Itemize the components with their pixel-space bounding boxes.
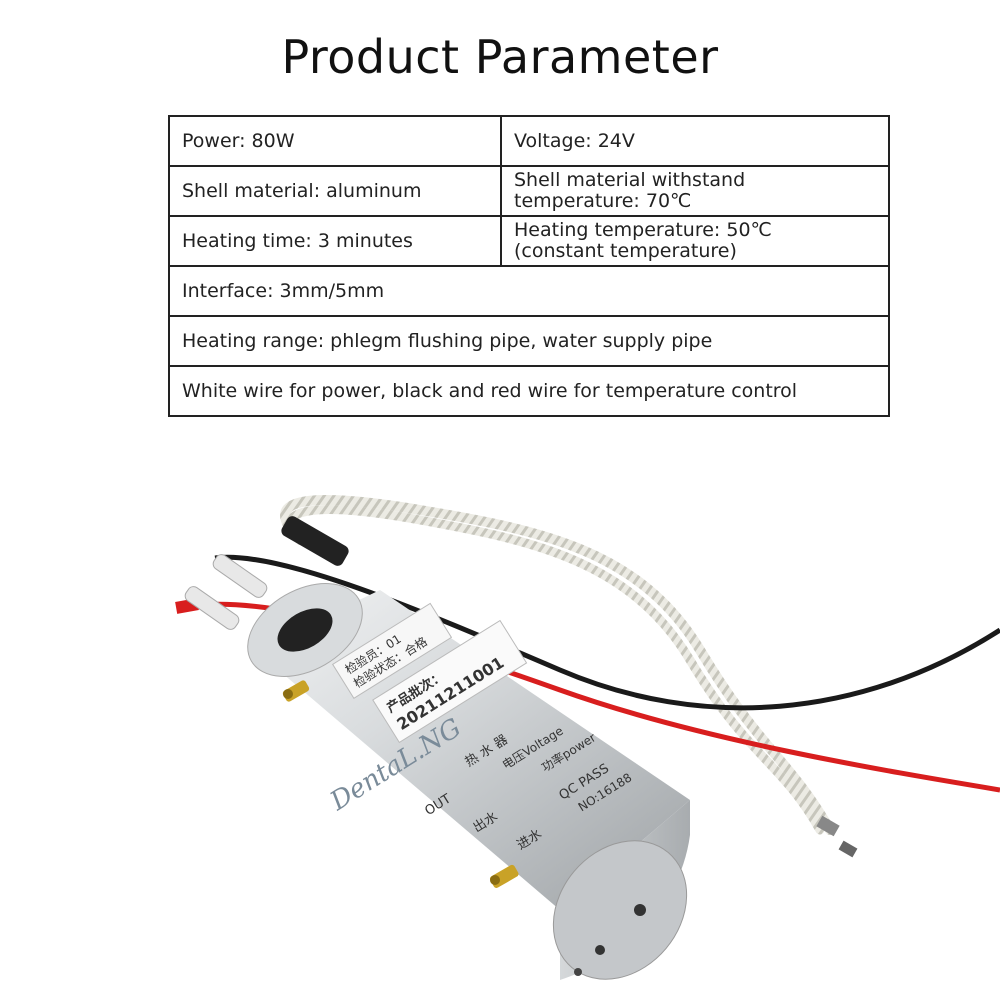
- heating-temperature-line2: (constant temperature): [514, 240, 737, 262]
- heating-temperature-line1: Heating temperature: 50℃: [514, 219, 772, 241]
- heater-body: [247, 583, 690, 980]
- table-row: Heating time: 3 minutes Heating temperat…: [168, 215, 890, 267]
- table-row: Shell material: aluminum Shell material …: [168, 165, 890, 217]
- black-wire: [214, 554, 1000, 711]
- page-title: Product Parameter: [281, 30, 719, 84]
- shell-temperature-line1: Shell material withstand: [514, 169, 746, 191]
- table-row: White wire for power, black and red wire…: [168, 365, 890, 417]
- interface-cell: Interface: 3mm/5mm: [168, 265, 890, 317]
- shell-material-cell: Shell material: aluminum: [168, 165, 502, 217]
- shell-temperature-line2: temperature: 70℃: [514, 190, 692, 212]
- parameter-table: Power: 80W Voltage: 24V Shell material: …: [168, 115, 890, 417]
- voltage-cell: Voltage: 24V: [500, 115, 890, 167]
- heating-temperature-cell: Heating temperature: 50℃ (constant tempe…: [500, 215, 890, 267]
- product-photo: 检验员：01 检验状态：合格 产品批次： 20211211001 热 水 器 电…: [175, 495, 1000, 980]
- power-cell: Power: 80W: [168, 115, 502, 167]
- shell-temperature-cell: Shell material withstand temperature: 70…: [500, 165, 890, 217]
- table-row: Interface: 3mm/5mm: [168, 265, 890, 317]
- heating-time-cell: Heating time: 3 minutes: [168, 215, 502, 267]
- table-row: Heating range: phlegm flushing pipe, wat…: [168, 315, 890, 367]
- wire-description-cell: White wire for power, black and red wire…: [168, 365, 890, 417]
- brass-nozzle: [282, 680, 310, 702]
- table-row: Power: 80W Voltage: 24V: [168, 115, 890, 167]
- brass-nozzle: [489, 864, 519, 888]
- heating-range-cell: Heating range: phlegm flushing pipe, wat…: [168, 315, 890, 367]
